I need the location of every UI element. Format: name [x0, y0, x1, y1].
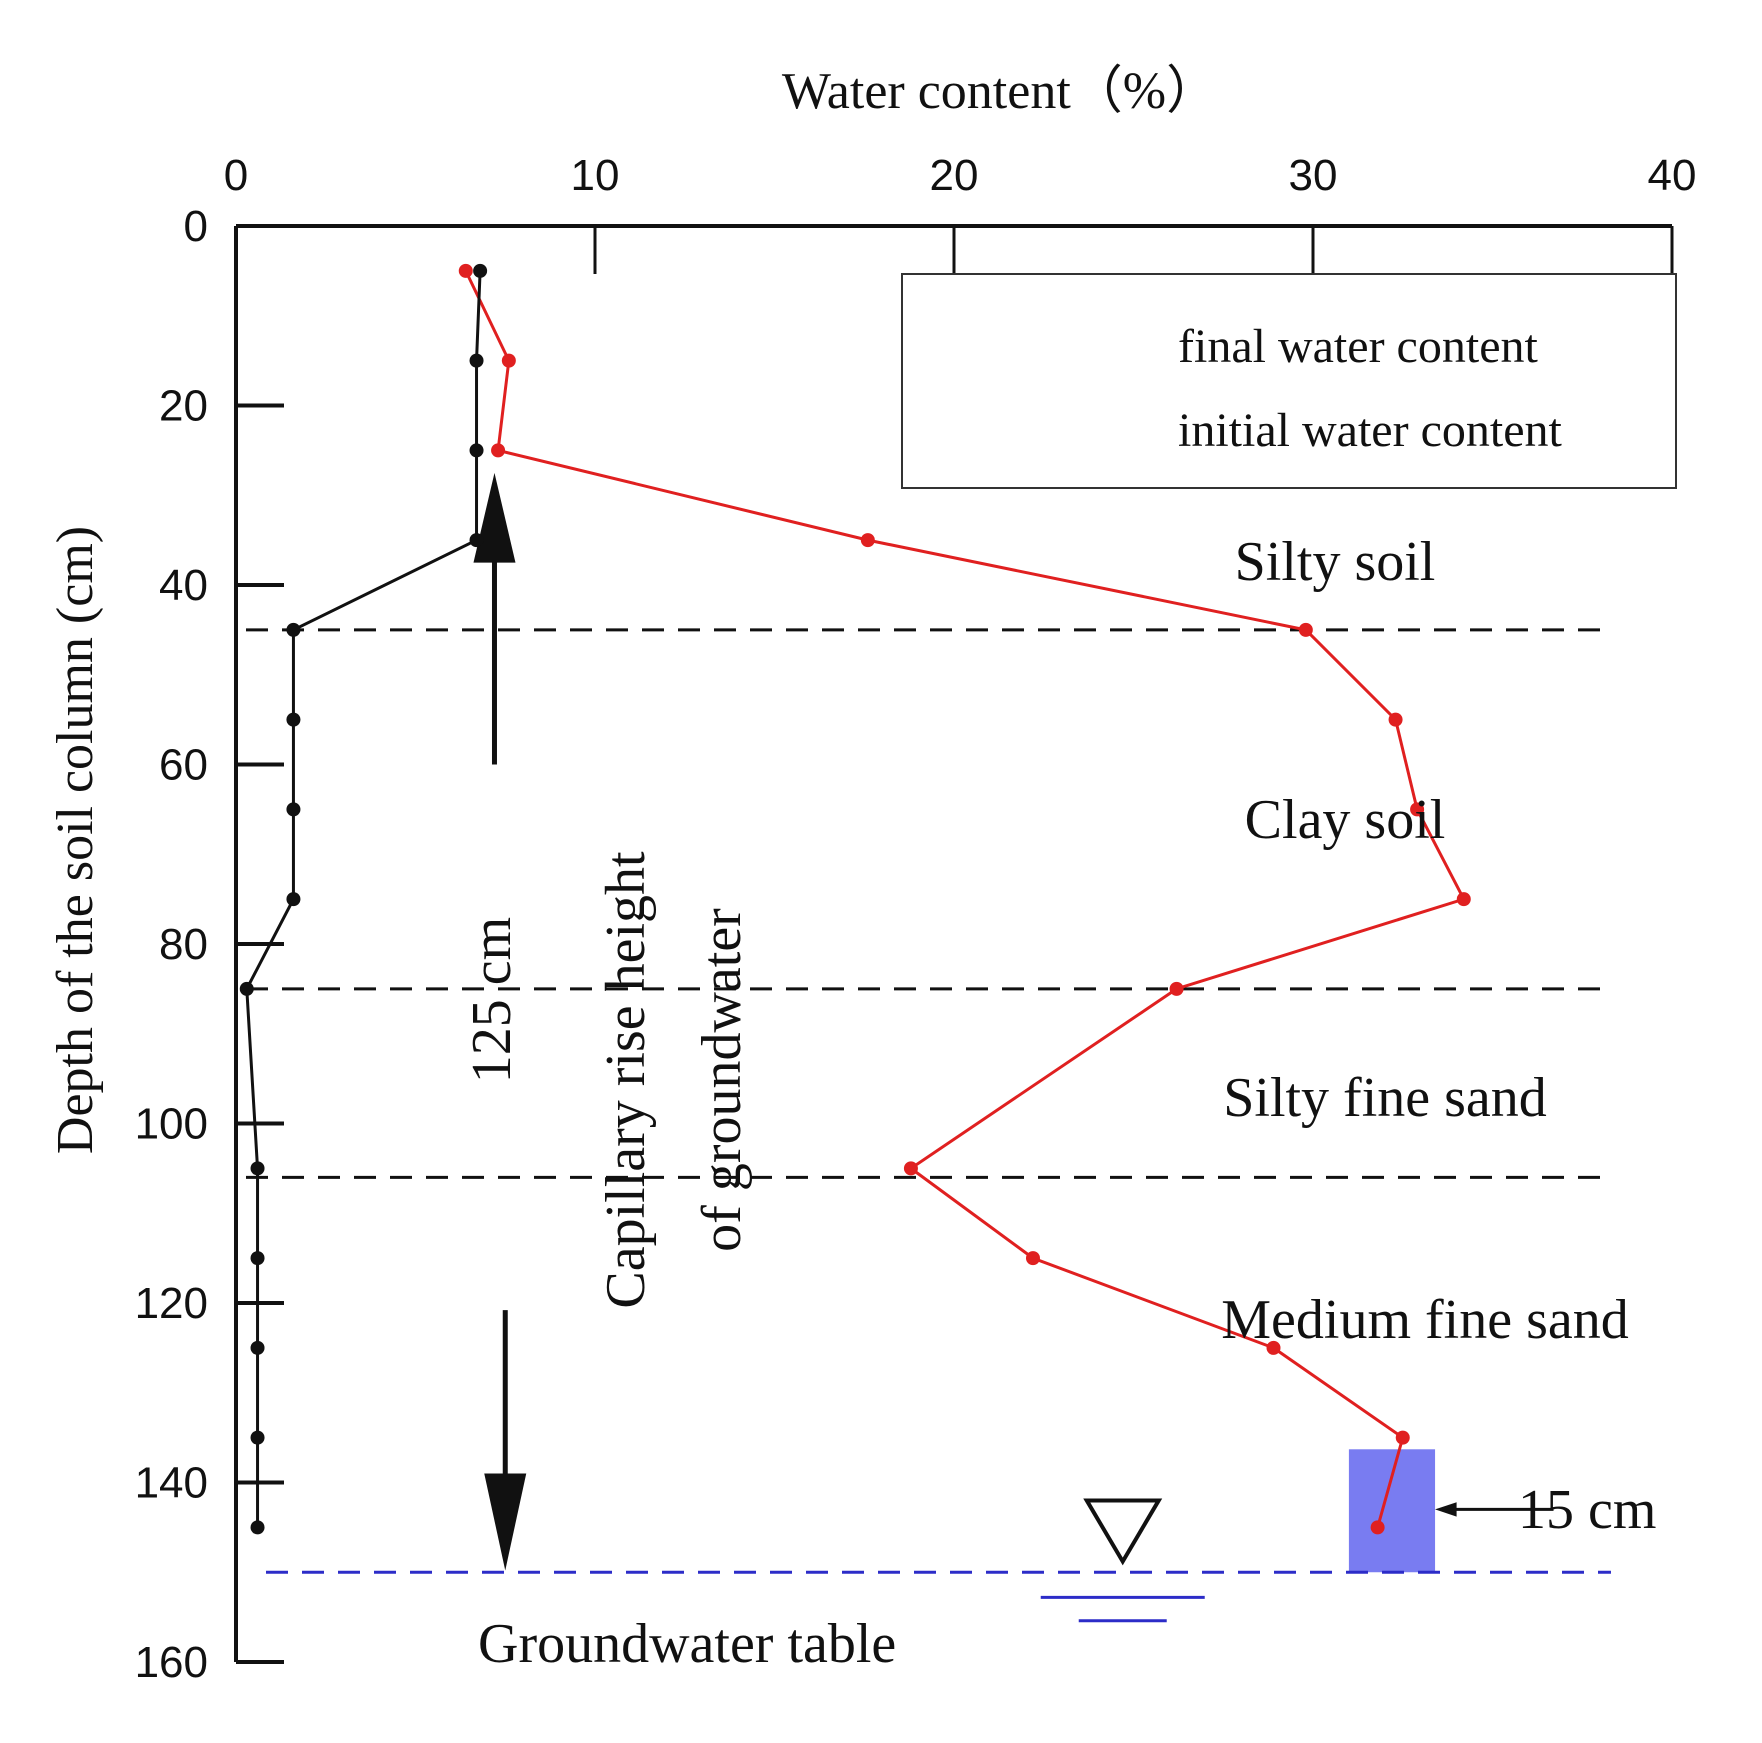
x-axis-title: Water content（%）	[782, 63, 1218, 120]
data-point-final	[1388, 712, 1403, 727]
data-point-initial	[286, 892, 301, 907]
data-point-final	[1395, 1430, 1410, 1445]
x-tick-label: 20	[930, 151, 979, 200]
data-point-final	[1169, 981, 1184, 996]
capillary-arrow-down-head	[484, 1473, 527, 1571]
data-point-final	[1025, 1251, 1040, 1266]
legend-label-final: final water content	[1178, 320, 1539, 373]
data-point-initial	[469, 533, 484, 548]
y-axis-title: Depth of the soil column (cm)	[47, 526, 104, 1154]
data-point-initial	[239, 981, 254, 996]
layer-label-medium-fine-sand: Medium fine sand	[1221, 1289, 1628, 1351]
x-tick-label: 10	[571, 151, 620, 200]
zone-pointer-arrowhead	[1435, 1502, 1457, 1517]
series-line-final	[464, 270, 1466, 1528]
x-tick-label: 0	[224, 151, 248, 200]
layer-label-clay-soil: Clay soil	[1245, 789, 1446, 851]
data-point-initial	[473, 263, 488, 278]
y-tick-label: 160	[135, 1638, 208, 1687]
data-point-final	[1266, 1340, 1281, 1355]
capillary-arrow-up-head	[473, 472, 516, 563]
y-tick-label: 0	[184, 202, 208, 251]
series-line-initial	[245, 270, 482, 1528]
data-point-initial	[469, 443, 484, 458]
layer-label-silty-soil: Silty soil	[1235, 531, 1436, 593]
data-point-initial	[250, 1340, 265, 1355]
data-point-final	[860, 533, 875, 548]
data-point-initial	[286, 622, 301, 637]
capillary-label-line1: Capillary rise height	[595, 851, 657, 1309]
data-point-initial	[286, 802, 301, 817]
data-point-final	[1410, 802, 1425, 817]
zone-label: 15 cm	[1518, 1479, 1656, 1541]
data-point-final	[501, 353, 516, 368]
data-point-initial	[469, 353, 484, 368]
y-tick-label: 140	[135, 1459, 208, 1508]
y-tick-label: 20	[159, 382, 208, 431]
x-tick-label: 30	[1289, 151, 1338, 200]
legend-box	[901, 273, 1677, 489]
x-tick-label: 40	[1648, 151, 1697, 200]
data-point-initial	[250, 1520, 265, 1535]
groundwater-triangle-icon	[1083, 1498, 1163, 1566]
legend-label-initial: initial water content	[1178, 404, 1563, 457]
data-point-final	[1370, 1520, 1385, 1535]
y-tick-label: 80	[159, 920, 208, 969]
data-point-final	[1298, 622, 1313, 637]
capillary-height-label: 125 cm	[461, 917, 523, 1083]
data-point-final	[1456, 892, 1471, 907]
data-point-initial	[286, 712, 301, 727]
data-point-final	[458, 263, 473, 278]
data-point-initial	[250, 1161, 265, 1176]
layer-label-silty-fine-sand: Silty fine sand	[1223, 1067, 1547, 1129]
data-point-final	[903, 1161, 918, 1176]
groundwater-label: Groundwater table	[478, 1613, 896, 1675]
y-tick-label: 60	[159, 741, 208, 790]
data-point-initial	[250, 1251, 265, 1266]
capillary-label-line2: of groundwater	[691, 908, 753, 1252]
y-tick-label: 120	[135, 1279, 208, 1328]
data-point-initial	[250, 1430, 265, 1445]
y-tick-label: 40	[159, 561, 208, 610]
capillary-zone-15cm	[1348, 1449, 1436, 1573]
data-point-final	[491, 443, 506, 458]
legend: final water content initial water conten…	[901, 273, 1677, 489]
y-tick-label: 100	[135, 1100, 208, 1149]
